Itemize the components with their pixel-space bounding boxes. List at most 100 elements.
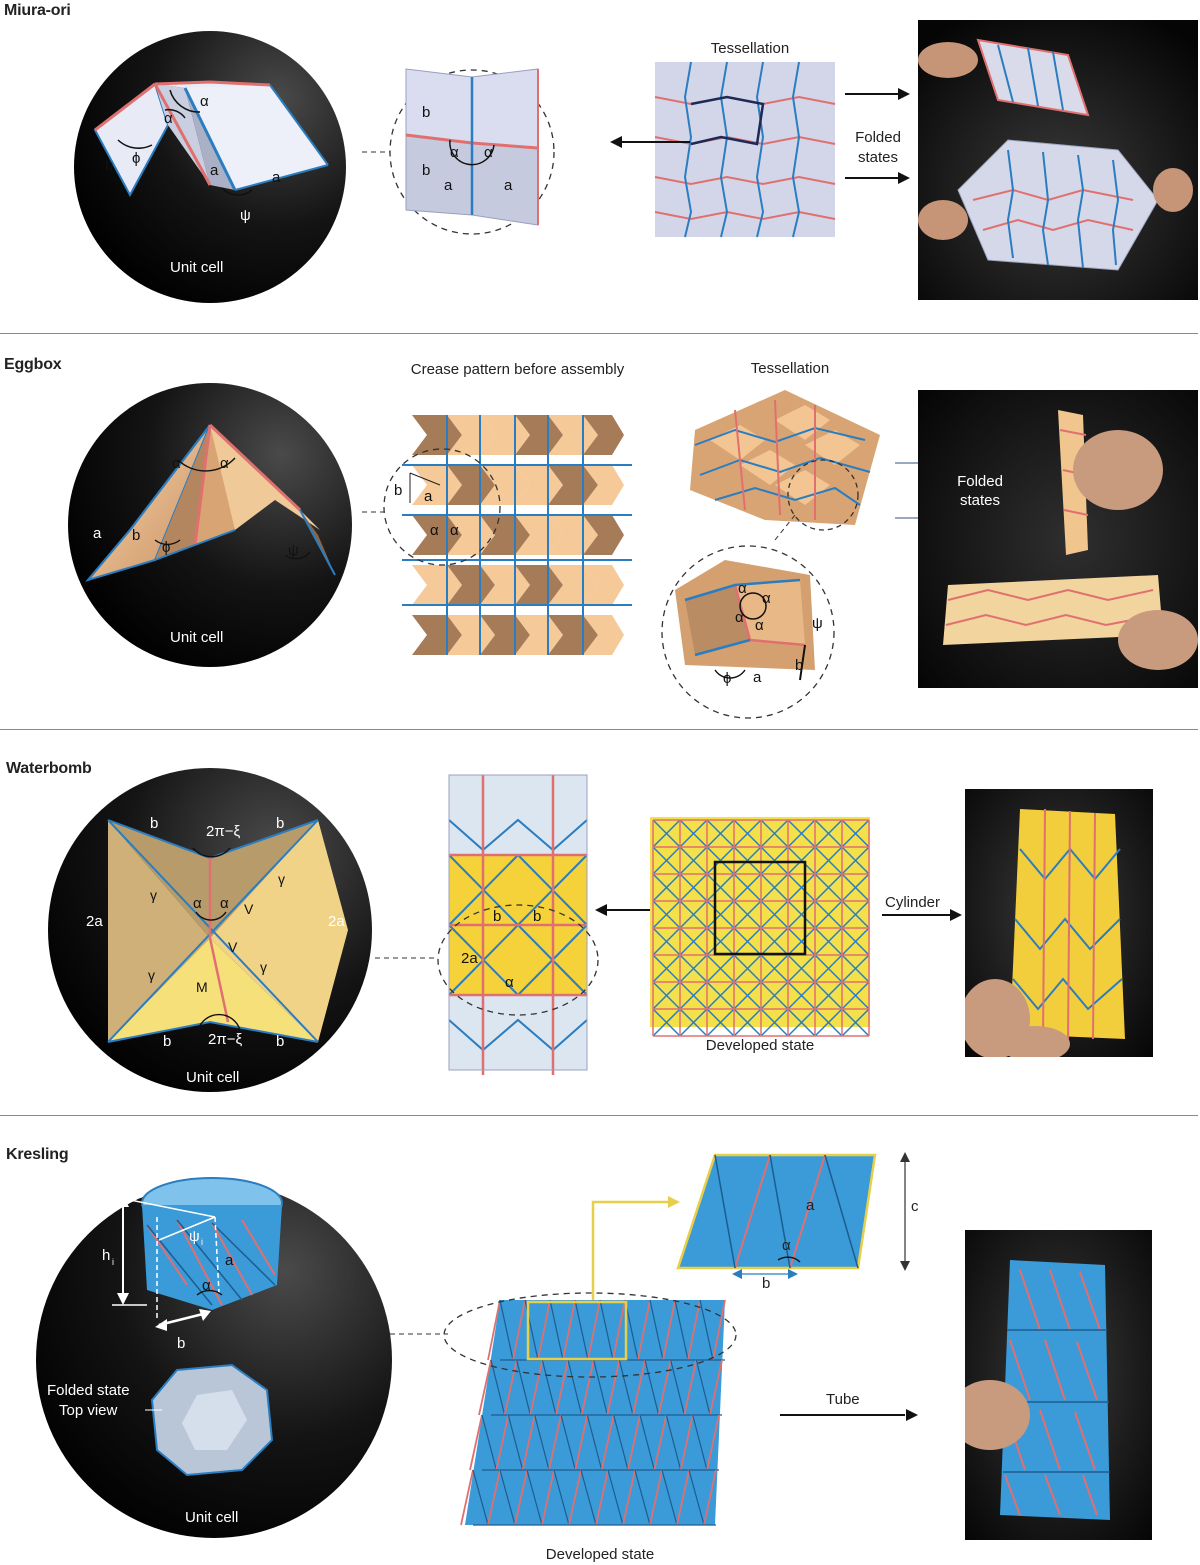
miura-zoom-a-2: a [504,177,513,194]
kresling-folded-state-label: Folded state [47,1382,130,1399]
miura-unit-cell-diagram: α α ϕ b b a a ψ Unit cell [60,30,360,305]
miura-alpha-label-1: α [200,93,209,110]
waterbomb-gamma-4: γ [260,959,267,975]
eggbox-folded-states-label: Folded states [940,472,1020,510]
miura-zoom-alpha-2: α [484,144,493,161]
kresling-b-label: b [177,1335,185,1352]
waterbomb-developed-state [645,812,875,1032]
waterbomb-b-bottom-right: b [276,1033,284,1050]
kresling-unit-cell-diagram: h i ψ i a α b Folded state Top view Unit… [37,1165,392,1555]
waterbomb-alpha-1: α [193,895,202,912]
miura-alpha-label-2: α [164,110,173,127]
miura-phi-label: ϕ [132,150,140,167]
eggbox-a-label: a [93,525,102,542]
miura-zoom-a-1: a [444,177,453,194]
miura-zoom-circle: b α α b a a [362,55,562,245]
divider-1 [0,333,1198,334]
eggbox-tess-phi: ϕ [723,670,731,687]
kresling-unit-cell-label: Unit cell [185,1509,238,1526]
waterbomb-b-bottom-left: b [163,1033,171,1050]
kresling-developed-state-label: Developed state [530,1546,670,1563]
waterbomb-gamma-2: γ [278,871,285,887]
miura-arrow-left [610,132,690,152]
eggbox-alpha-label-1: α [172,455,181,472]
waterbomb-V-2: V [228,939,238,955]
miura-zoom-b-1: b [422,104,430,121]
eggbox-unit-cell-diagram: α α a b ϕ ψ Unit cell [60,380,360,670]
waterbomb-2a-right: 2a [328,913,345,930]
eggbox-b-label: b [132,527,140,544]
waterbomb-2pixi-bottom: 2π−ξ [208,1031,242,1048]
kresling-sheet-a: a [806,1197,814,1214]
waterbomb-b-top-right: b [276,815,284,832]
kresling-a-label: a [225,1252,234,1269]
waterbomb-strip-2a: 2a [461,950,478,967]
eggbox-tess-alpha-1: α [738,580,747,597]
eggbox-tessellation-label: Tessellation [740,360,840,377]
kresling-psi-subscript: i [201,1237,203,1247]
kresling-crease-sheet [670,1150,930,1280]
kresling-alpha-label: α [202,1277,211,1294]
eggbox-crease-pattern-label: Crease pattern before assembly [390,361,645,378]
waterbomb-unit-cell-diagram: b b 2π−ξ 2a 2a γ γ γ γ α α V V M b b 2π−… [48,760,373,1100]
waterbomb-cylinder-photo [965,789,1153,1057]
miura-a-label-2: a [272,169,281,186]
waterbomb-crease-strip: b b 2a α [375,775,590,1075]
miura-b-label-1: b [105,157,113,174]
eggbox-tess-psi: ψ [812,615,823,632]
eggbox-folded-photo: Folded states [918,390,1198,688]
miura-unit-cell-label: Unit cell [170,259,223,276]
miura-arrow-top [845,84,910,104]
eggbox-tess-alpha-3: α [735,609,744,626]
kresling-psi-label: ψ [189,1228,200,1245]
section-title-miura: Miura-ori [4,2,71,20]
miura-a-label-1: a [210,162,219,179]
eggbox-tess-a: a [753,669,762,686]
kresling-tube-photo [965,1230,1152,1540]
kresling-sheet-c: c [911,1198,919,1215]
waterbomb-b-top-left: b [150,815,158,832]
section-title-eggbox: Eggbox [4,356,61,374]
waterbomb-developed-state-label: Developed state [690,1037,830,1054]
waterbomb-strip-alpha: α [505,974,514,991]
kresling-sheet-alpha: α [782,1237,791,1254]
eggbox-tess-alpha-4: α [755,617,764,634]
kresling-arrow-right [780,1405,918,1425]
waterbomb-2a-left: 2a [86,913,103,930]
eggbox-crease-alpha-1: α [430,522,439,539]
waterbomb-2pixi-top: 2π−ξ [206,823,240,840]
eggbox-psi-label: ψ [288,542,299,559]
miura-b-label-2: b [170,175,178,192]
waterbomb-strip-b-1: b [493,908,501,925]
kresling-tube-label: Tube [826,1391,860,1408]
waterbomb-gamma-3: γ [148,967,155,983]
eggbox-crease-b: b [394,482,402,499]
waterbomb-cylinder-label: Cylinder [885,894,940,911]
waterbomb-unit-cell-label: Unit cell [186,1069,239,1086]
eggbox-crease-alpha-2: α [450,522,459,539]
eggbox-tess-alpha-2: α [762,590,771,607]
divider-3 [0,1115,1198,1116]
miura-zoom-b-2: b [422,162,430,179]
divider-2 [0,729,1198,730]
kresling-h-subscript: i [112,1257,114,1267]
eggbox-tess-b: b [795,657,803,674]
waterbomb-M: M [196,979,208,995]
miura-tessellation-label: Tessellation [700,40,800,57]
miura-folded-photo [918,20,1198,300]
eggbox-phi-label: ϕ [162,539,170,556]
waterbomb-gamma-1: γ [150,887,157,903]
waterbomb-V-1: V [244,901,254,917]
miura-psi-label: ψ [240,207,251,224]
eggbox-crease-pattern: b a α α [362,415,642,655]
kresling-h-label: h [102,1247,110,1264]
eggbox-crease-a: a [424,488,433,505]
waterbomb-alpha-2: α [220,895,229,912]
section-title-kresling: Kresling [6,1146,68,1164]
eggbox-unit-cell-label: Unit cell [170,629,223,646]
eggbox-tessellation: α α α α ψ b a ϕ [655,380,890,715]
miura-arrow-bottom [845,168,910,188]
miura-zoom-alpha-1: α [450,144,459,161]
miura-folded-states-label: Folded states [838,128,918,168]
eggbox-alpha-label-2: α [220,455,229,472]
